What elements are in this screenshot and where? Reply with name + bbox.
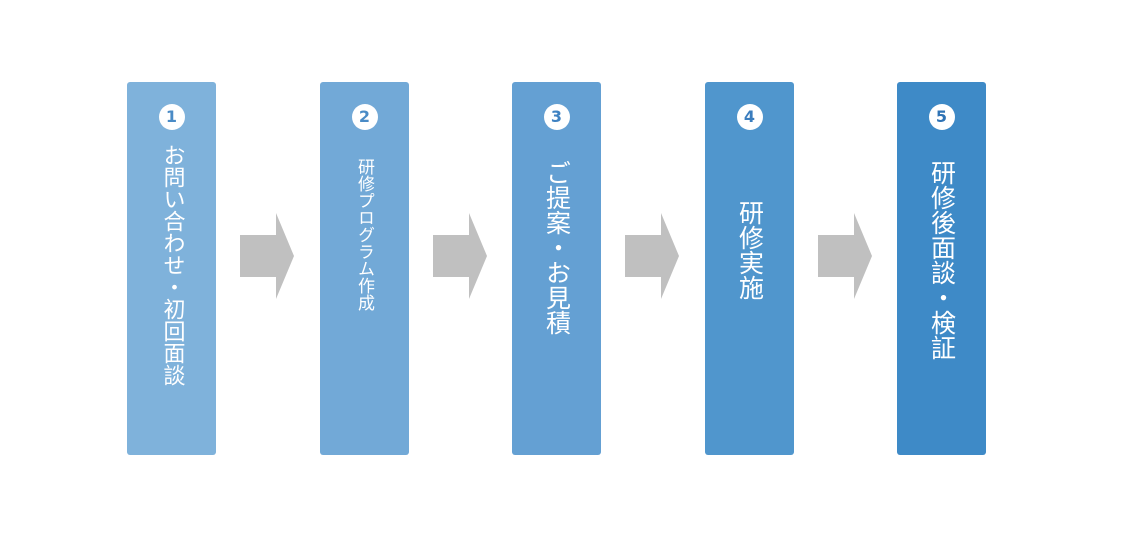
step-3-number: 3 — [543, 104, 570, 130]
step-5-label: 研修後面談・検証 — [927, 160, 957, 360]
arrow-right-icon — [625, 213, 679, 299]
step-3-box: 3 ご提案・お見積 — [512, 82, 601, 455]
step-2-label: 研修プログラム作成 — [354, 158, 374, 311]
step-5-box: 5 研修後面談・検証 — [897, 82, 986, 455]
arrow-right-icon — [433, 213, 487, 299]
step-1-box: 1 お問い合わせ・初回面談 — [127, 82, 216, 455]
step-1-label: お問い合わせ・初回面談 — [159, 144, 185, 386]
step-4-number: 4 — [736, 104, 763, 130]
step-5-number: 5 — [928, 104, 955, 130]
step-4-label: 研修実施 — [735, 200, 765, 300]
step-2-box: 2 研修プログラム作成 — [320, 82, 409, 455]
step-2-number: 2 — [351, 104, 378, 130]
arrow-right-icon — [818, 213, 872, 299]
arrow-right-icon — [240, 213, 294, 299]
step-4-box: 4 研修実施 — [705, 82, 794, 455]
step-3-label: ご提案・お見積 — [542, 160, 572, 335]
step-1-number: 1 — [158, 104, 185, 130]
